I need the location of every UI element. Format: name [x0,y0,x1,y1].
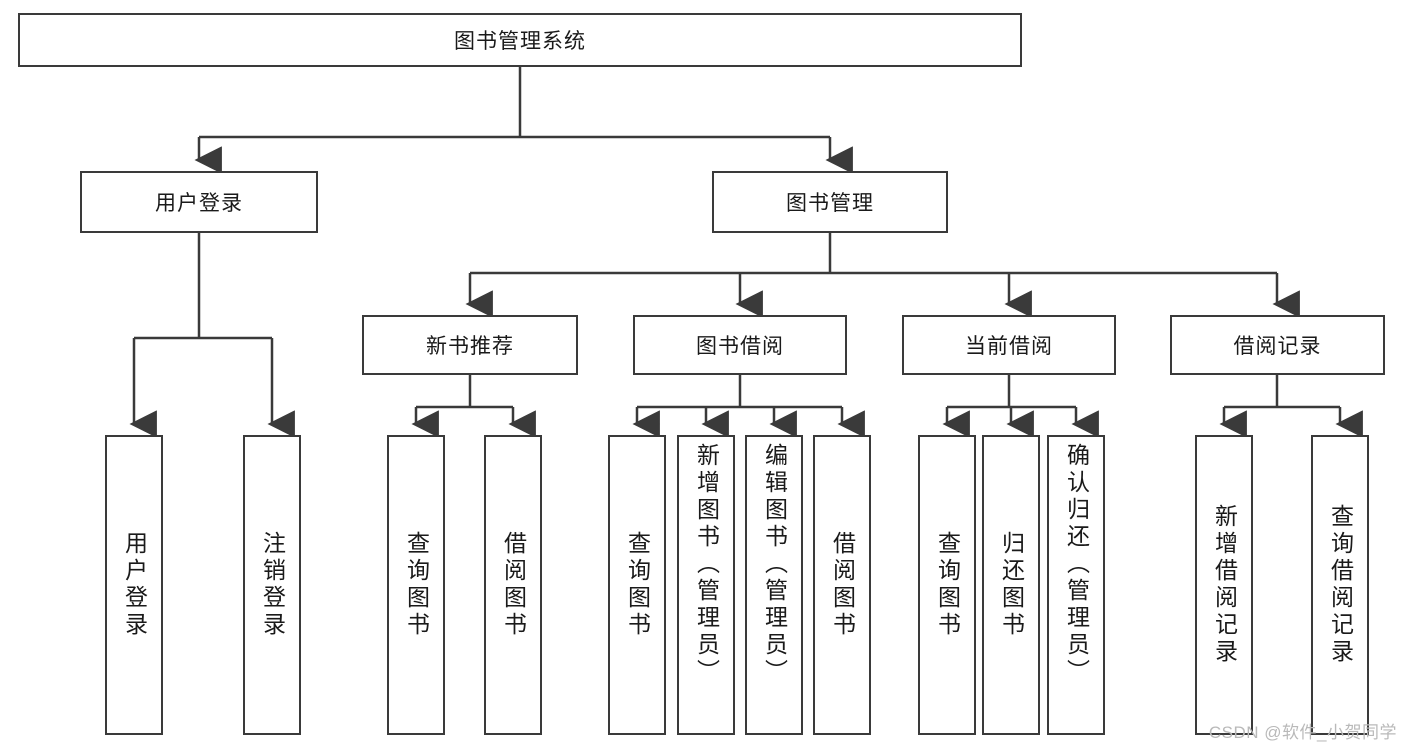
edge-group-root [194,67,853,174]
leaf-return-book[interactable]: 归还图书 [982,435,1040,735]
edge-group-book-mgmt [465,233,1300,318]
node-book-management[interactable]: 图书管理 [712,171,948,233]
edge-group-user-login [129,233,295,438]
leaf-logout-login[interactable]: 注销登录 [243,435,301,735]
leaf-add-borrow-record[interactable]: 新增借阅记录 [1195,435,1253,735]
leaf-add-book-admin[interactable]: 新增图书（管理员） [677,435,735,735]
leaf-user-login[interactable]: 用户登录 [105,435,163,735]
edge-group-borrow [632,375,865,438]
node-user-login[interactable]: 用户登录 [80,171,318,233]
node-root-system[interactable]: 图书管理系统 [18,13,1022,67]
leaf-query-book-newbook[interactable]: 查询图书 [387,435,445,735]
leaf-edit-book-admin[interactable]: 编辑图书（管理员） [745,435,803,735]
leaf-borrow-book-newbook[interactable]: 借阅图书 [484,435,542,735]
edge-group-borrow-record [1219,375,1363,438]
leaf-confirm-return-admin[interactable]: 确认归还（管理员） [1047,435,1105,735]
leaf-borrow-book[interactable]: 借阅图书 [813,435,871,735]
node-book-borrow[interactable]: 图书借阅 [633,315,847,375]
edge-group-current-borrow [942,375,1099,438]
node-new-book-recommend[interactable]: 新书推荐 [362,315,578,375]
leaf-query-book-borrow[interactable]: 查询图书 [608,435,666,735]
leaf-query-borrow-record[interactable]: 查询借阅记录 [1311,435,1369,735]
node-current-borrow[interactable]: 当前借阅 [902,315,1116,375]
node-borrow-record[interactable]: 借阅记录 [1170,315,1385,375]
watermark-text: CSDN @软件_小贺同学 [1208,723,1397,742]
edge-group-new-book [411,375,536,438]
leaf-query-book-current[interactable]: 查询图书 [918,435,976,735]
